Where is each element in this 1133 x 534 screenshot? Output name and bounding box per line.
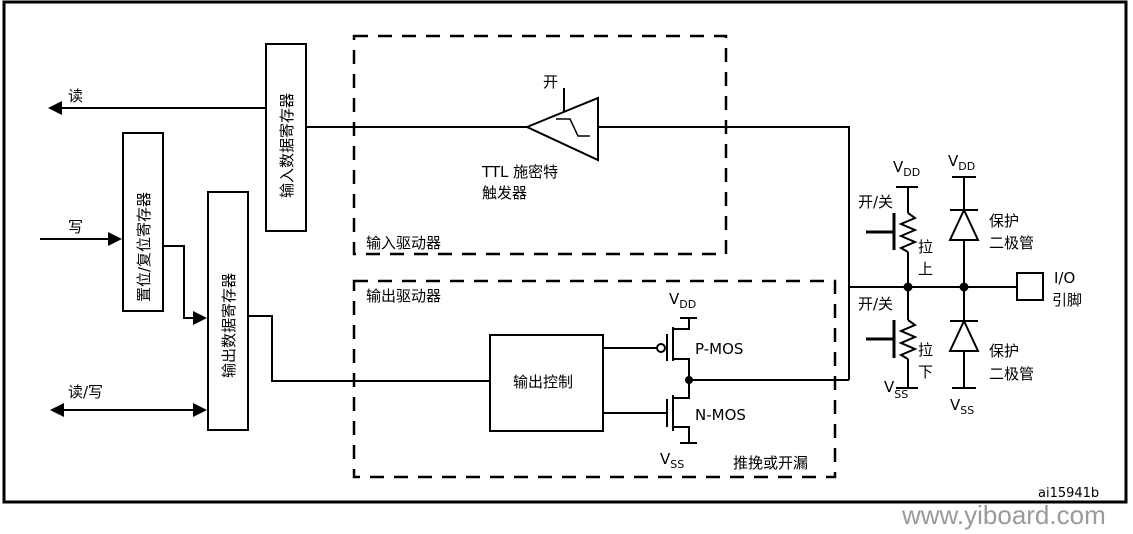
output-driver-label: 输出驱动器 [366, 287, 441, 305]
pulldown-on-off-label: 开/关 [858, 295, 893, 313]
nmos-source [673, 426, 690, 443]
figure-id-label: ai15941b [1038, 486, 1099, 501]
pmos-bubble-icon [656, 343, 666, 353]
pmos-drain [673, 358, 690, 380]
diode-bottom-label-2: 二极管 [989, 365, 1034, 383]
watermark: www.yiboard.com [901, 500, 1106, 530]
odr-to-control-line [248, 315, 490, 382]
pmos-source [673, 318, 690, 330]
schmitt-label-line2: 触发器 [482, 184, 527, 202]
nmos-label: N-MOS [695, 406, 746, 424]
schmitt-label-line1: TTL 施密特 [481, 163, 558, 181]
bit-set-reset-register-box [122, 132, 164, 312]
pullup-vdd-label: VDD [893, 158, 920, 179]
diode-top-icon [948, 207, 980, 241]
read-write-right-arrow-icon [193, 403, 207, 417]
read-arrow-icon [48, 101, 62, 115]
input-driver-box [352, 34, 728, 256]
output-control-label: 输出控制 [513, 373, 573, 391]
pulldown-label-2: 下 [918, 363, 933, 381]
bsrr-to-odr-line [163, 245, 196, 319]
pull-node-dot [903, 282, 913, 292]
schmitt-to-bus-line [598, 126, 850, 380]
read-write-label: 读/写 [68, 383, 103, 401]
pmos-label: P-MOS [695, 340, 743, 358]
hysteresis-icon [556, 118, 590, 137]
write-label: 写 [68, 218, 83, 236]
read-label: 读 [68, 87, 83, 105]
diode-top-label-2: 二极管 [989, 234, 1034, 252]
input-data-register-box [265, 43, 307, 232]
io-pin-label-1: I/O [1054, 269, 1075, 287]
nmos-vss-label: VSS [660, 450, 684, 471]
diode-vss-label: VSS [950, 396, 974, 417]
bit-set-reset-register-label: 置位/复位寄存器 [135, 192, 153, 302]
diode-vdd-label: VDD [948, 152, 975, 173]
read-write-left-arrow-icon [50, 403, 64, 417]
outer-frame [2, 0, 1128, 504]
pullup-resistor-icon [898, 212, 918, 253]
input-data-register-label: 输入数据寄存器 [278, 93, 296, 198]
output-data-register-label: 输出数据寄存器 [220, 273, 238, 378]
pullup-label-1: 拉 [918, 238, 933, 256]
bsrr-arrow-icon [193, 311, 207, 325]
diode-node-dot [959, 282, 969, 292]
pullup-on-off-label: 开/关 [858, 193, 893, 211]
diode-bottom-label-1: 保护 [989, 342, 1019, 360]
output-control-box [489, 334, 604, 432]
output-mode-label: 推挽或开漏 [733, 454, 808, 472]
diode-bottom-icon [948, 318, 980, 352]
diode-top-label-1: 保护 [989, 212, 1019, 230]
pullup-label-2: 上 [918, 260, 933, 278]
output-data-register-box [207, 191, 249, 431]
io-pin-label-2: 引脚 [1052, 291, 1082, 309]
pulldown-vss-label: VSS [884, 378, 908, 401]
schmitt-on-label: 开 [543, 73, 558, 91]
pulldown-label-1: 拉 [918, 341, 933, 359]
pmos-vdd-label: VDD [669, 290, 696, 311]
io-pin-icon [1016, 272, 1044, 301]
schmitt-trigger-icon [524, 96, 599, 162]
input-driver-label: 输入驱动器 [366, 234, 441, 252]
write-arrow-icon [108, 232, 122, 246]
pulldown-resistor-icon [898, 319, 918, 360]
nmos-drain [673, 380, 690, 399]
